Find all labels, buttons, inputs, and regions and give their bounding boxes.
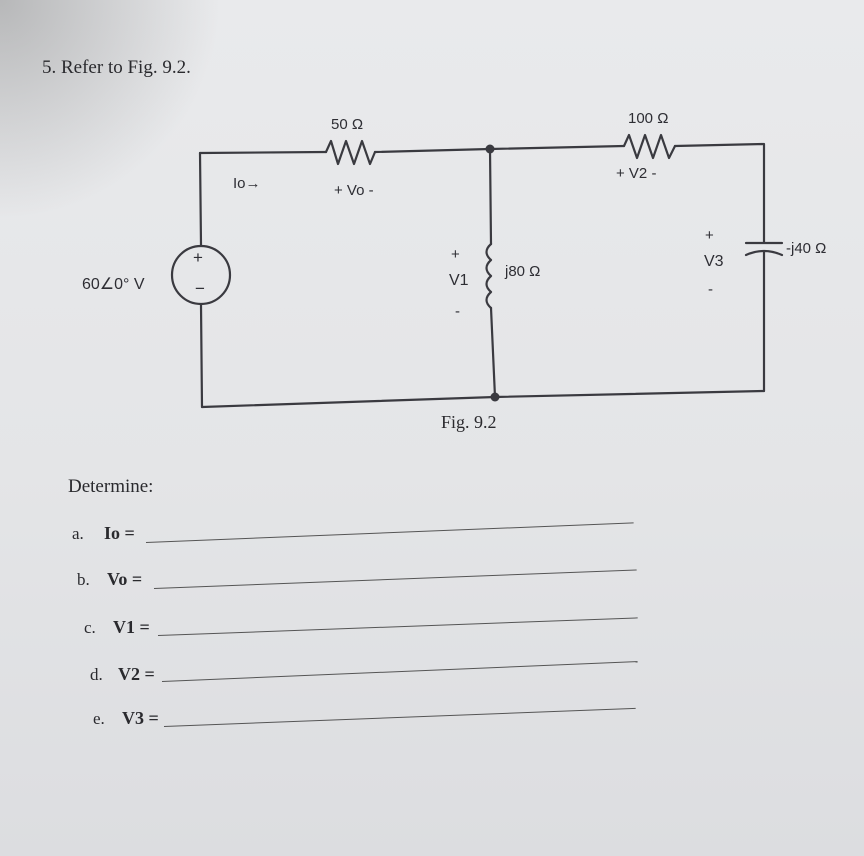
v1-plus-sign: + [451,246,460,263]
v3-label: V3 [704,253,724,270]
resistor-100-label: 100 Ω [628,110,668,127]
wire-middle-upper [488,147,493,246]
capacitor-label: -j40 Ω [786,240,826,257]
io-current-label: Io→ [233,175,261,192]
source-minus-sign: − [195,279,205,298]
vo-polarity-label: + Vo - [334,182,374,199]
question-d-letter: d. [90,665,103,684]
wire-top-left [198,150,328,155]
wire-top-right-b [673,142,766,244]
wire-top-mid [373,147,492,154]
question-a-label: Io = [104,523,135,543]
v3-plus-sign: + [705,227,714,244]
v3-minus-sign: - [708,281,713,298]
wire-middle-lower [489,306,497,399]
wire-left-upper [198,151,203,247]
question-d-label: V2 = [118,664,155,684]
question-c-label: V1 = [113,617,150,637]
voltage-source-symbol [170,244,232,306]
question-a-letter: a. [72,524,84,543]
inductor-label: j80 Ω [504,263,540,280]
v1-label: V1 [449,272,469,289]
question-b-letter: b. [77,570,90,589]
resistor-50-symbol [324,139,377,166]
question-b-label: Vo = [107,569,143,589]
node-bottom [490,392,500,402]
resistor-50-label: 50 Ω [331,116,363,133]
inductor-symbol [485,242,493,310]
node-top [485,144,495,154]
question-c-letter: c. [84,618,96,637]
resistor-100-symbol [622,133,677,160]
question-e-letter: e. [93,709,105,728]
figure-caption: Fig. 9.2 [441,412,497,432]
source-plus-sign: + [193,248,203,267]
wire-left-lower [199,303,204,409]
v1-minus-sign: - [455,303,460,320]
question-e-label: V3 = [122,708,159,728]
problem-heading: 5. Refer to Fig. 9.2. [42,57,191,78]
determine-prompt: Determine: [68,476,154,497]
wire-top-right-a [488,144,626,151]
wire-bottom [200,389,766,409]
v2-polarity-label: + V2 - [616,165,656,182]
source-value-label: 60∠0° V [82,276,145,293]
